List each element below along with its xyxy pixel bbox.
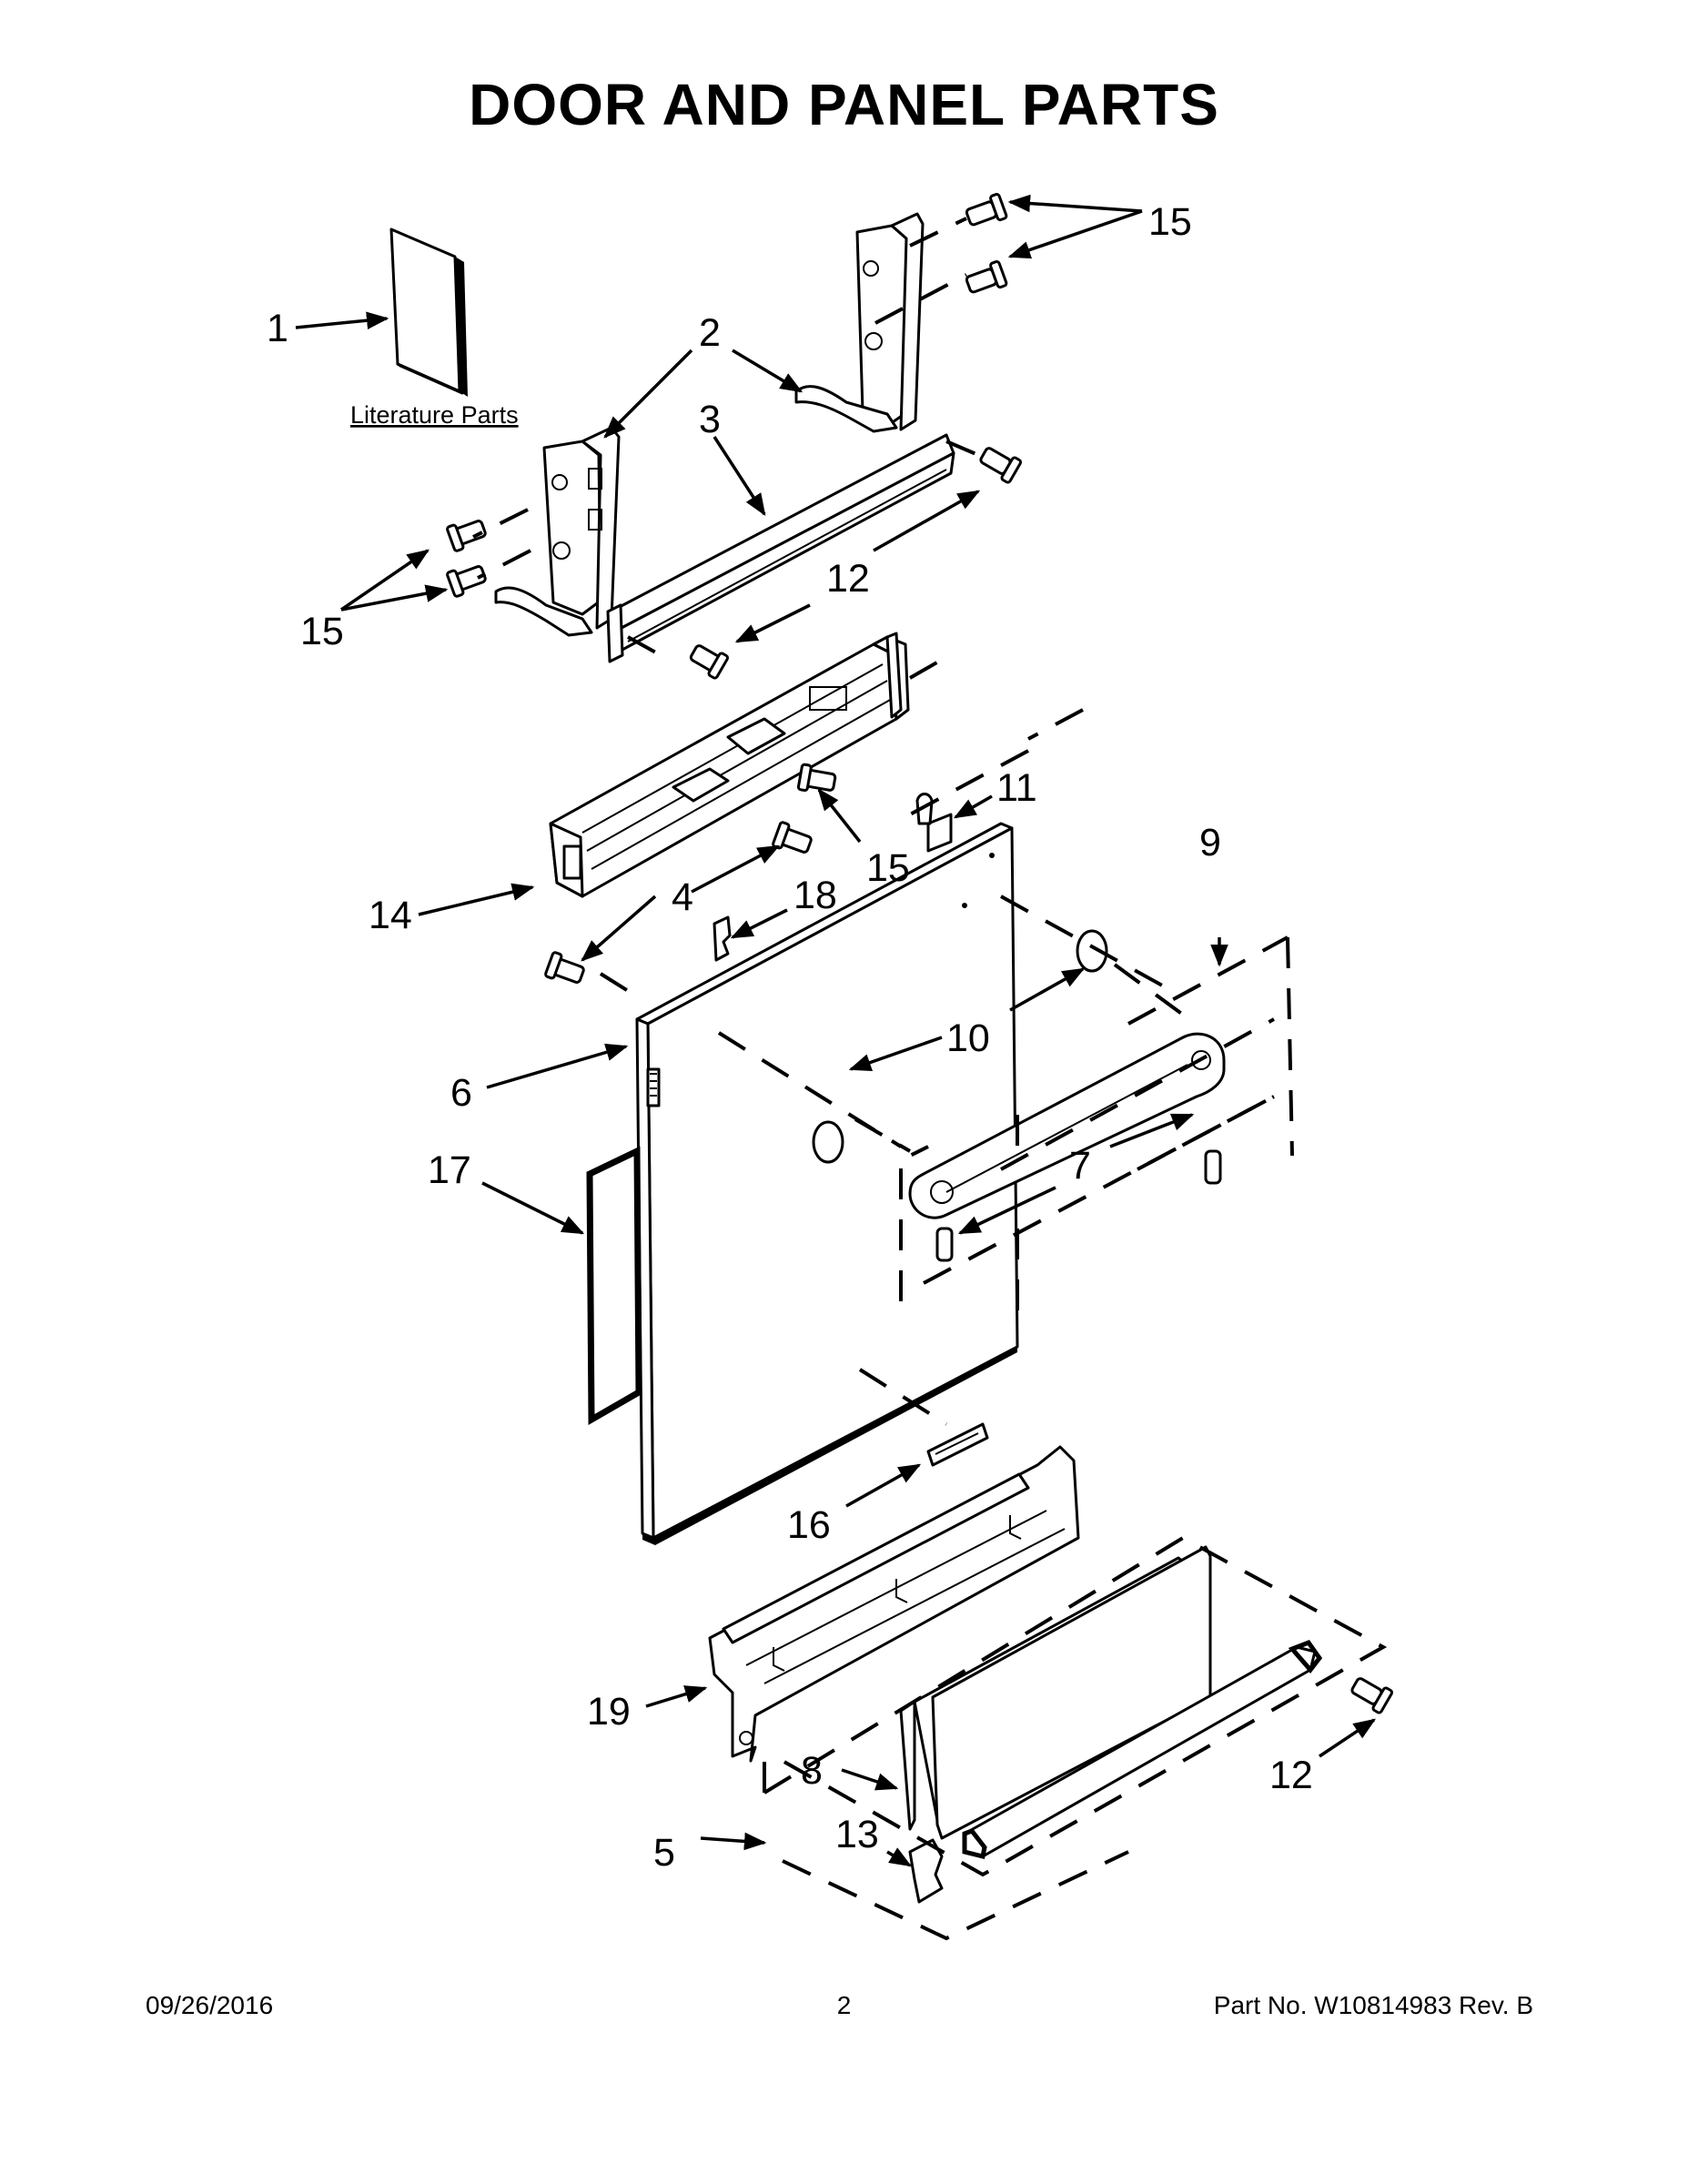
callout-12-top: 12	[826, 557, 870, 601]
callout-8: 8	[801, 1749, 823, 1793]
handle-pins	[935, 1149, 1222, 1262]
callout-15-top-right: 15	[1148, 200, 1192, 244]
callout-17: 17	[428, 1148, 471, 1192]
callout-14: 14	[369, 894, 412, 937]
right-door-bracket	[794, 212, 925, 433]
callout-3: 3	[699, 398, 721, 441]
callout-6: 6	[450, 1071, 472, 1115]
callout-7: 7	[1069, 1144, 1091, 1188]
callout-5: 5	[653, 1831, 675, 1875]
callout-11: 11	[996, 766, 1037, 810]
callout-12-bottom: 12	[1269, 1754, 1313, 1797]
outer-door-panel	[635, 822, 1019, 1545]
callout-1: 1	[267, 307, 288, 350]
door-handle	[908, 1032, 1226, 1219]
door-gasket	[586, 1146, 642, 1426]
handle-spacers	[812, 929, 1108, 1164]
literature-booklet	[389, 228, 468, 397]
callout-9: 9	[1199, 821, 1221, 864]
callout-13: 13	[835, 1813, 879, 1856]
panel-clip	[713, 915, 732, 962]
callout-numbers: 1 2 3 12 15 15 15 11 9 14 4 18 10 6 17 7…	[267, 200, 1313, 1875]
leader-arrows	[295, 194, 1377, 1867]
callout-15-left: 15	[300, 610, 344, 653]
callout-10: 10	[946, 1016, 990, 1060]
callout-2: 2	[699, 311, 721, 355]
control-console	[549, 632, 910, 898]
callout-16: 16	[787, 1503, 831, 1547]
footer-date: 09/26/2016	[146, 1991, 274, 2019]
callout-19: 19	[587, 1690, 631, 1734]
left-door-bracket	[494, 426, 621, 637]
top-rail	[606, 433, 955, 663]
toe-panel-clip	[908, 1838, 944, 1904]
callout-18: 18	[793, 874, 837, 917]
literature-parts-label: Literature Parts	[350, 401, 519, 429]
latch-bracket	[915, 793, 953, 853]
brand-badge	[926, 1422, 989, 1467]
footer-part-number: Part No. W10814983 Rev. B	[1213, 1991, 1533, 2019]
kick-plate	[962, 1639, 1323, 1860]
callout-4: 4	[672, 875, 693, 919]
assembly-lines	[472, 217, 1388, 1941]
toe-panel-bracket	[708, 1445, 1080, 1763]
page-title: DOOR AND PANEL PARTS	[469, 72, 1219, 137]
footer-page-number: 2	[836, 1991, 852, 2019]
callout-15-mid: 15	[866, 846, 910, 890]
